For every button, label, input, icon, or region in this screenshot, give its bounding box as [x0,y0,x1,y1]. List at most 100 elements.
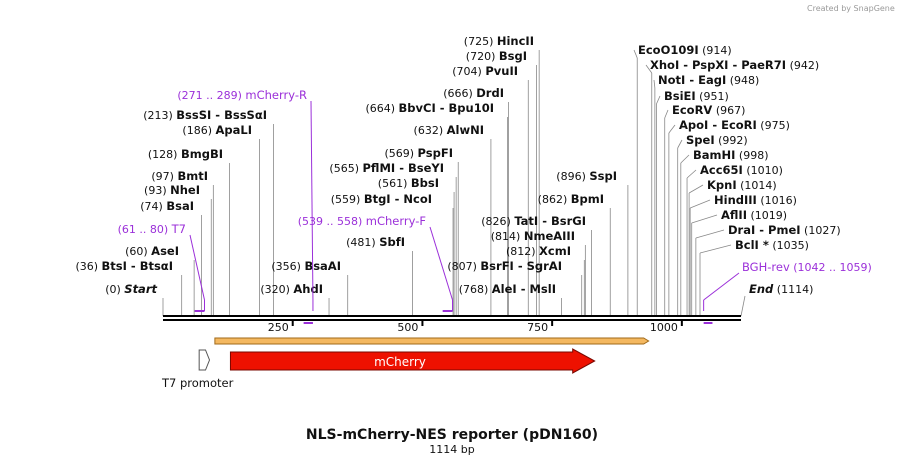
left-site-label[interactable]: (60) AseI [125,244,179,258]
site-name: Acc65I [700,163,743,177]
left-site-label[interactable]: (666) DrdI [443,86,504,100]
right-site-label[interactable]: HindIII (1016) [714,193,797,207]
mcherry-feature[interactable] [229,348,596,374]
left-site-label[interactable]: (559) BtgI - NcoI [331,192,432,206]
site-position: (862) [538,193,571,206]
right-site-label[interactable]: NotI - EagI (948) [658,73,759,87]
site-position: (559) [331,193,364,206]
right-site-label[interactable]: EcoRV (967) [672,103,745,117]
left-site-label[interactable]: (569) PspFI [384,146,453,160]
site-lines [162,49,746,317]
site-position: (213) [143,109,176,122]
site-position: (948) [726,74,759,87]
orf-arrow[interactable] [214,337,650,345]
right-site-label[interactable]: Acc65I (1010) [700,163,783,177]
site-position: (569) [384,147,417,160]
site-position: (975) [757,119,790,132]
mid-site-label[interactable]: (812) XcmI [506,244,571,258]
right-site-connector [653,79,656,89]
site-sep: - [391,192,404,206]
mid-site-label[interactable]: (826) TatI - BsrGI [481,214,586,228]
site-name: KpnI [707,178,737,192]
site-position: (1035) [769,239,809,252]
left-site-label[interactable]: (97) BmtI [151,169,208,183]
right-site-label[interactable]: BclI * (1035) [735,238,809,252]
site-position: (992) [715,134,748,147]
site-position: (561) [378,177,411,190]
site-name: AleI [492,282,517,296]
mcherry-label: mCherry [374,355,426,369]
left-site-label[interactable]: (213) BssSI - BssSαI [143,108,267,122]
site-name: SbfI [379,235,405,249]
site-name: PspXI [692,58,728,72]
site-name: ApoI [679,118,708,132]
left-site-label[interactable]: (320) AhdI [260,282,323,296]
site-sep: - [395,161,408,175]
left-site-label[interactable]: (725) HincII [464,34,534,48]
site-position: (1027) [801,224,841,237]
left-site-label[interactable]: (128) BmgBI [148,147,223,161]
primer-label[interactable]: BGH-rev (1042 .. 1059) [742,260,872,274]
left-site-label[interactable]: (632) AlwNI [414,123,484,137]
right-site-connector [695,229,725,239]
left-site-label[interactable]: (481) SbfI [346,235,405,249]
site-position: (914) [699,44,732,57]
right-site-label[interactable]: BsiEI (951) [664,89,729,103]
left-site-label[interactable]: (186) ApaLI [182,123,252,137]
right-site-connector [680,154,690,164]
right-site-label[interactable]: XhoI - PspXI - PaeR7I (942) [650,58,819,72]
primer-marks: (61 .. 80) T7 (271 .. 289) mCherry-R (539 … [118,88,872,324]
right-site-label[interactable]: KpnI (1014) [707,178,777,192]
left-site-label[interactable]: (720) BsgI [466,49,527,63]
left-site-label[interactable]: (704) PvuII [452,64,518,78]
mid-site-label[interactable]: (807) BsrFI - SgrAI [447,259,562,273]
primer-name: mCherry-F [366,214,426,228]
site-position: (128) [148,148,181,161]
site-name: BtsαI [140,259,173,273]
left-site-label[interactable]: (664) BbvCI - Bpu10I [365,101,494,115]
site-name: BtgI [364,192,391,206]
site-name: BsrGI [551,214,586,228]
site-position: (666) [443,87,476,100]
site-name: PvuII [485,64,518,78]
ruler-tick-label: 500 [397,321,418,334]
left-site-label[interactable]: (561) BbsI [378,176,439,190]
site-name: SpeI [686,133,715,147]
ruler-tick-label: 1000 [650,321,678,334]
primer-label[interactable]: (61 .. 80) T7 [118,222,186,236]
right-site-label[interactable]: SpeI (992) [686,133,748,147]
mid-site-label[interactable]: (768) AleI - MslI [459,282,556,296]
left-site-label[interactable]: (74) BsaI [140,199,194,213]
site-position: (998) [735,149,768,162]
site-position: (36) [75,260,101,273]
site-position: (74) [140,200,166,213]
mid-site-label[interactable]: (814) NmeAIII [491,229,575,243]
site-name: EagI [698,73,726,87]
site-name: NotI [658,73,685,87]
end-position: (1114) [773,283,813,296]
left-site-label[interactable]: (356) BsaAI [271,259,341,273]
site-labels: (36) BtsI - BtsαI(60) AseI (74) BsaI (93) … [75,34,840,296]
t7-promoter-arrow[interactable] [198,349,211,371]
primer-connector [703,272,740,301]
right-site-connector [656,95,661,105]
mid-site-label[interactable]: (862) BpmI [538,192,604,206]
primer-label[interactable]: (271 .. 289) mCherry-R [177,88,307,102]
right-site-label[interactable]: EcoO109I (914) [638,43,732,57]
mid-site-label[interactable]: (896) SspI [556,169,617,183]
site-name: BpmI [571,192,604,206]
left-site-label[interactable]: (36) BtsI - BtsαI [75,259,173,273]
right-site-label[interactable]: AflII (1019) [721,208,787,222]
site-name: EcoRI [721,118,757,132]
site-position: (896) [556,170,589,183]
right-site-label[interactable]: ApoI - EcoRI (975) [679,118,790,132]
right-site-label[interactable]: DraI - PmeI (1027) [728,223,841,237]
right-site-label[interactable]: BamHI (998) [693,148,769,162]
right-site-connector [645,64,653,74]
site-name: XhoI [650,58,679,72]
left-site-label[interactable]: (565) PflMI - BseYI [329,161,444,175]
primer-label[interactable]: (539 .. 558) mCherry-F [298,214,426,228]
left-site-label[interactable]: (93) NheI [144,183,200,197]
site-name: PmeI [768,223,801,237]
site-name: HindIII [714,193,757,207]
